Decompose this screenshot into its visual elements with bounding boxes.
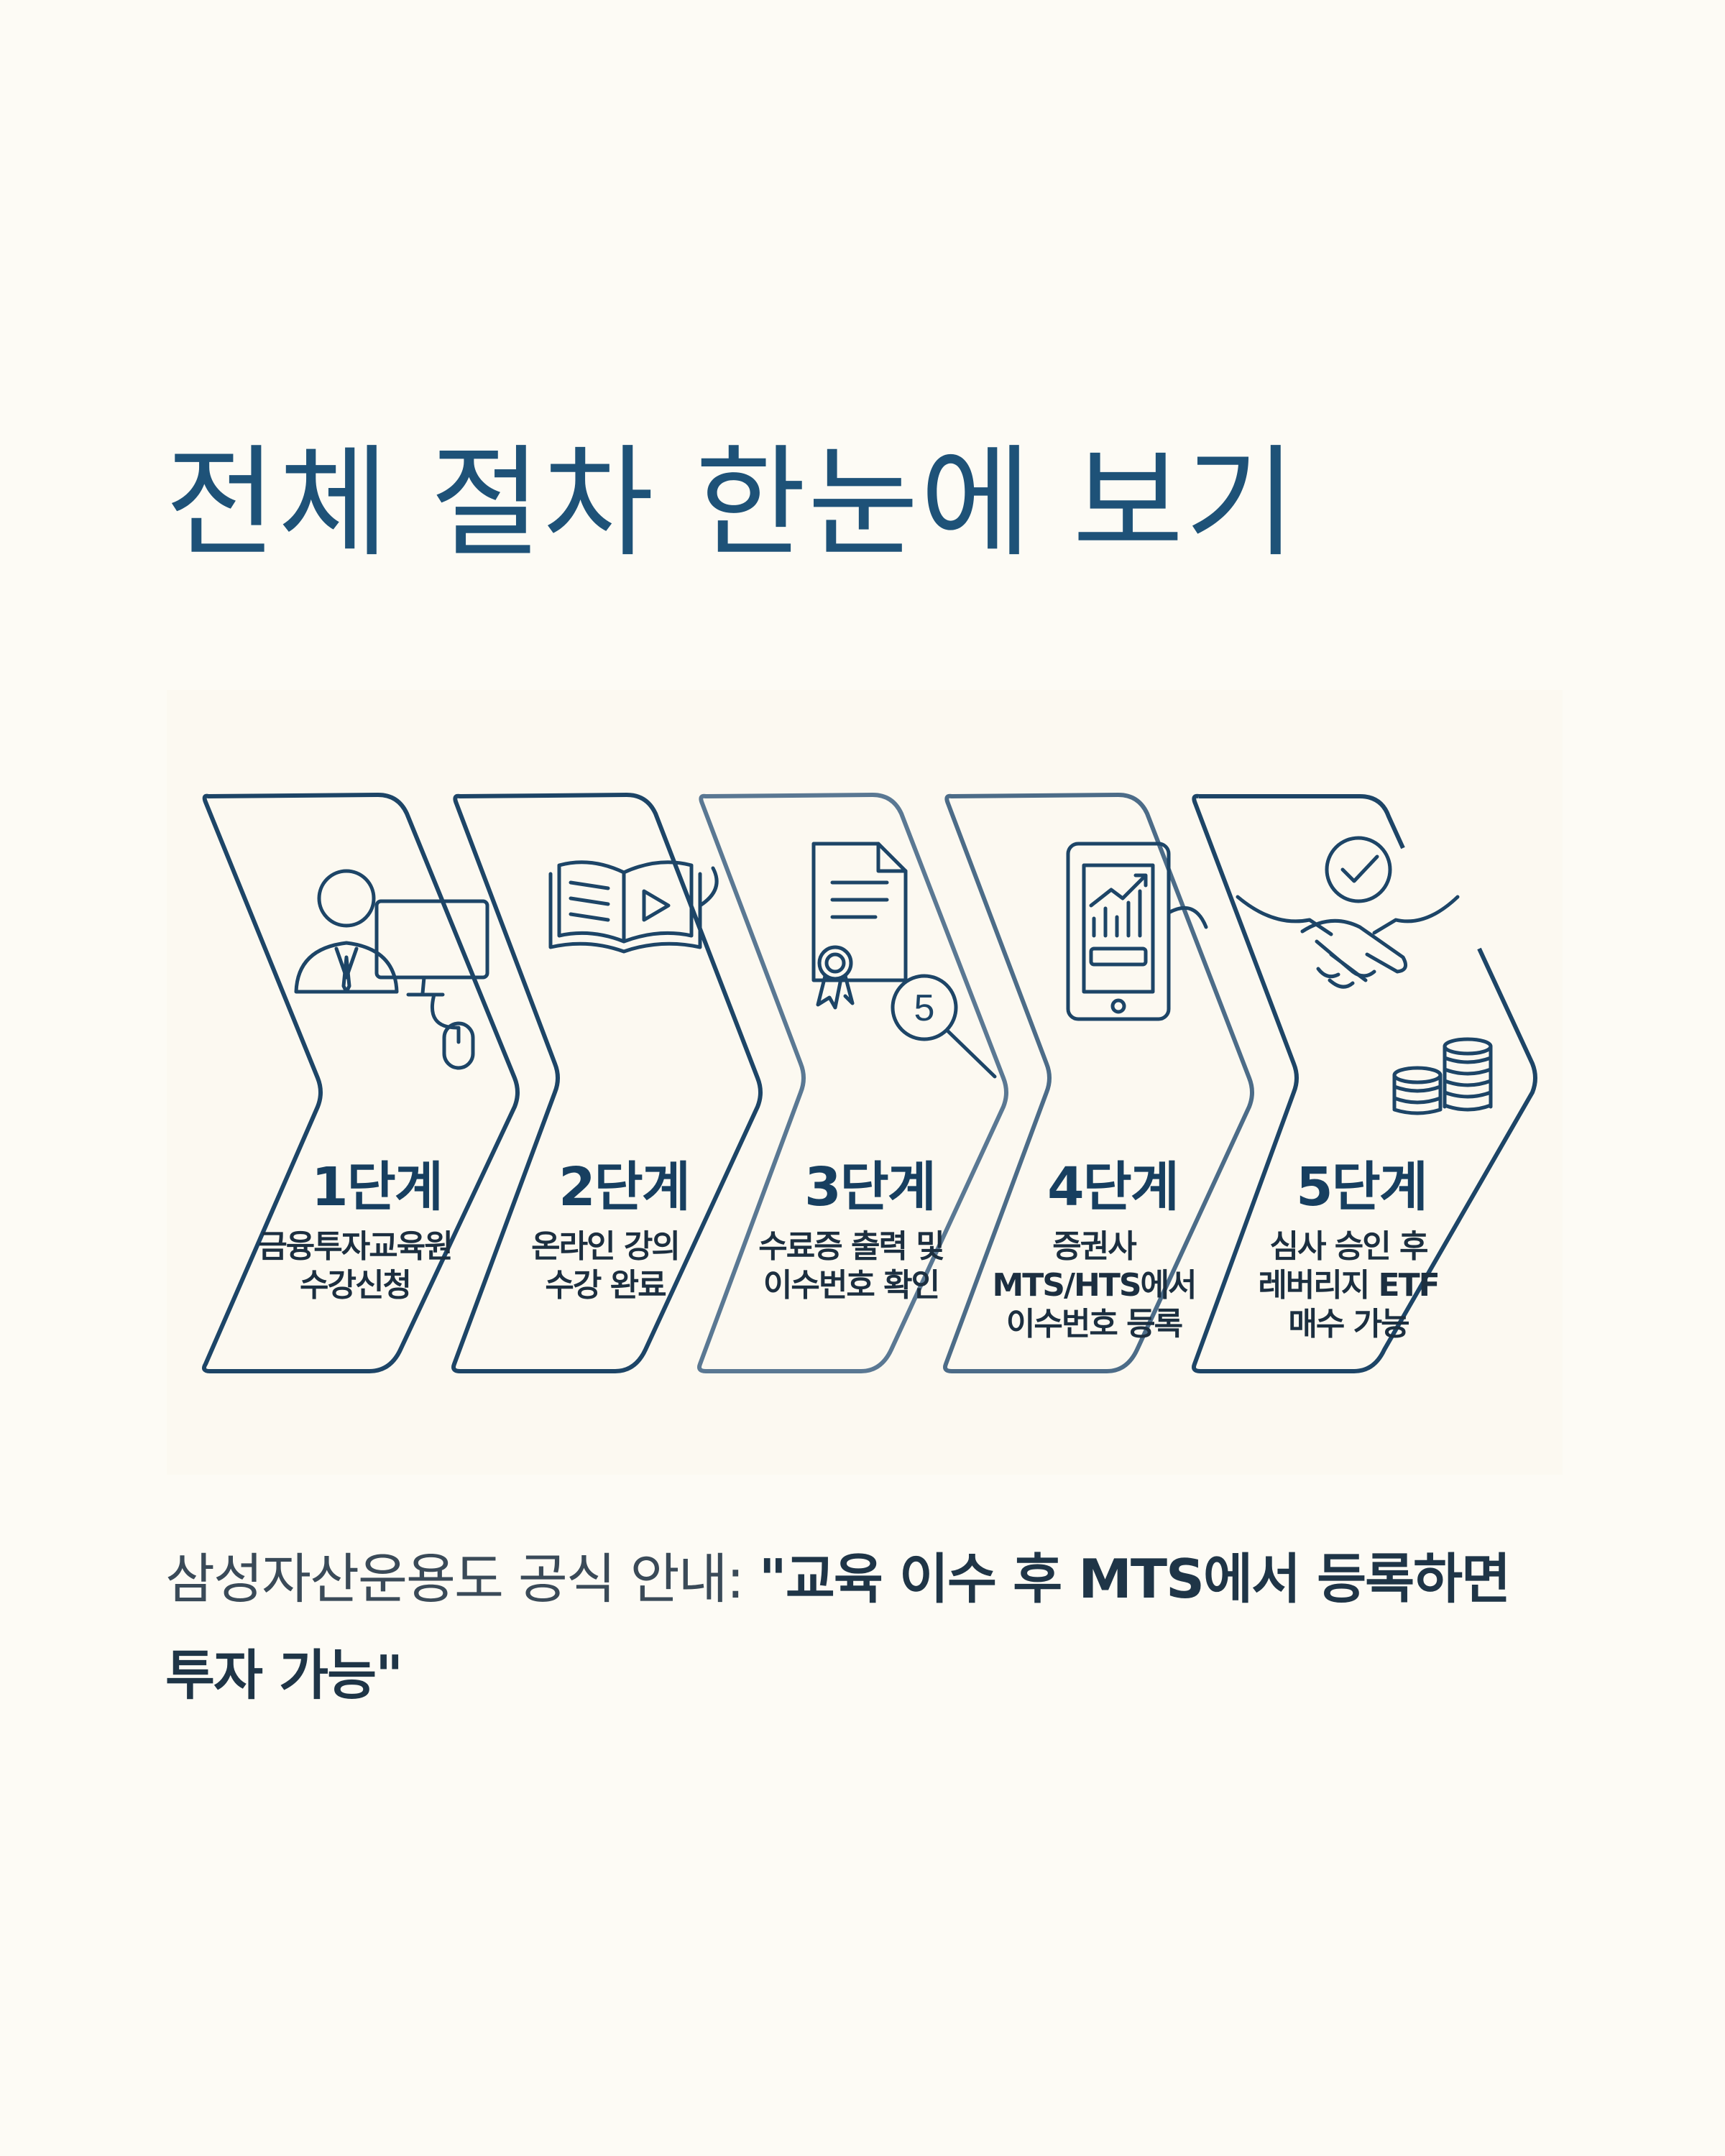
page-title: 전체 절차 한눈에 보기: [165, 433, 1298, 573]
step-description: 증권사 MTS/HTS에서 이수번호 등록: [992, 1228, 1197, 1342]
step-label: 2단계: [558, 1156, 691, 1218]
step-label: 5단계: [1296, 1156, 1428, 1218]
caption-quote: "교육 이수 후 MTS에서 등록하면 투자 가능": [165, 1547, 1511, 1707]
step-label: 3단계: [804, 1156, 937, 1218]
step-description: 온라인 강의 수강 완료: [531, 1228, 681, 1304]
icon-badge-number: 5: [914, 987, 935, 1029]
certificate-search-icon: 5: [811, 842, 997, 1079]
step-description: 금융투자교육원 수강신청: [258, 1228, 453, 1304]
step-label: 4단계: [1047, 1156, 1179, 1218]
chevron-flow: 5: [202, 793, 1537, 1373]
chevron-step-4: [943, 793, 1254, 1373]
caption-source: 삼성자산운용도 공식 안내:: [165, 1547, 759, 1611]
process-diagram: 5: [167, 690, 1563, 1475]
step-description: 심사 승인 후 레버리지 ETF 매수 가능: [1258, 1228, 1440, 1342]
chevron-step-3: [697, 793, 1008, 1373]
mobile-chart-icon: [1066, 842, 1208, 1021]
step-description: 수료증 출력 및 이수번호 확인: [758, 1228, 945, 1304]
person-computer-icon: [294, 869, 489, 1070]
chevron-step-5: [1192, 793, 1537, 1373]
handshake-coins-icon: [1236, 836, 1493, 1115]
step-label: 1단계: [311, 1156, 443, 1218]
source-caption: 삼성자산운용도 공식 안내: "교육 이수 후 MTS에서 등록하면 투자 가능…: [165, 1531, 1574, 1723]
book-play-icon: [548, 860, 719, 954]
chevron-step-2: [451, 793, 763, 1373]
chevron-step-1: [202, 793, 520, 1373]
